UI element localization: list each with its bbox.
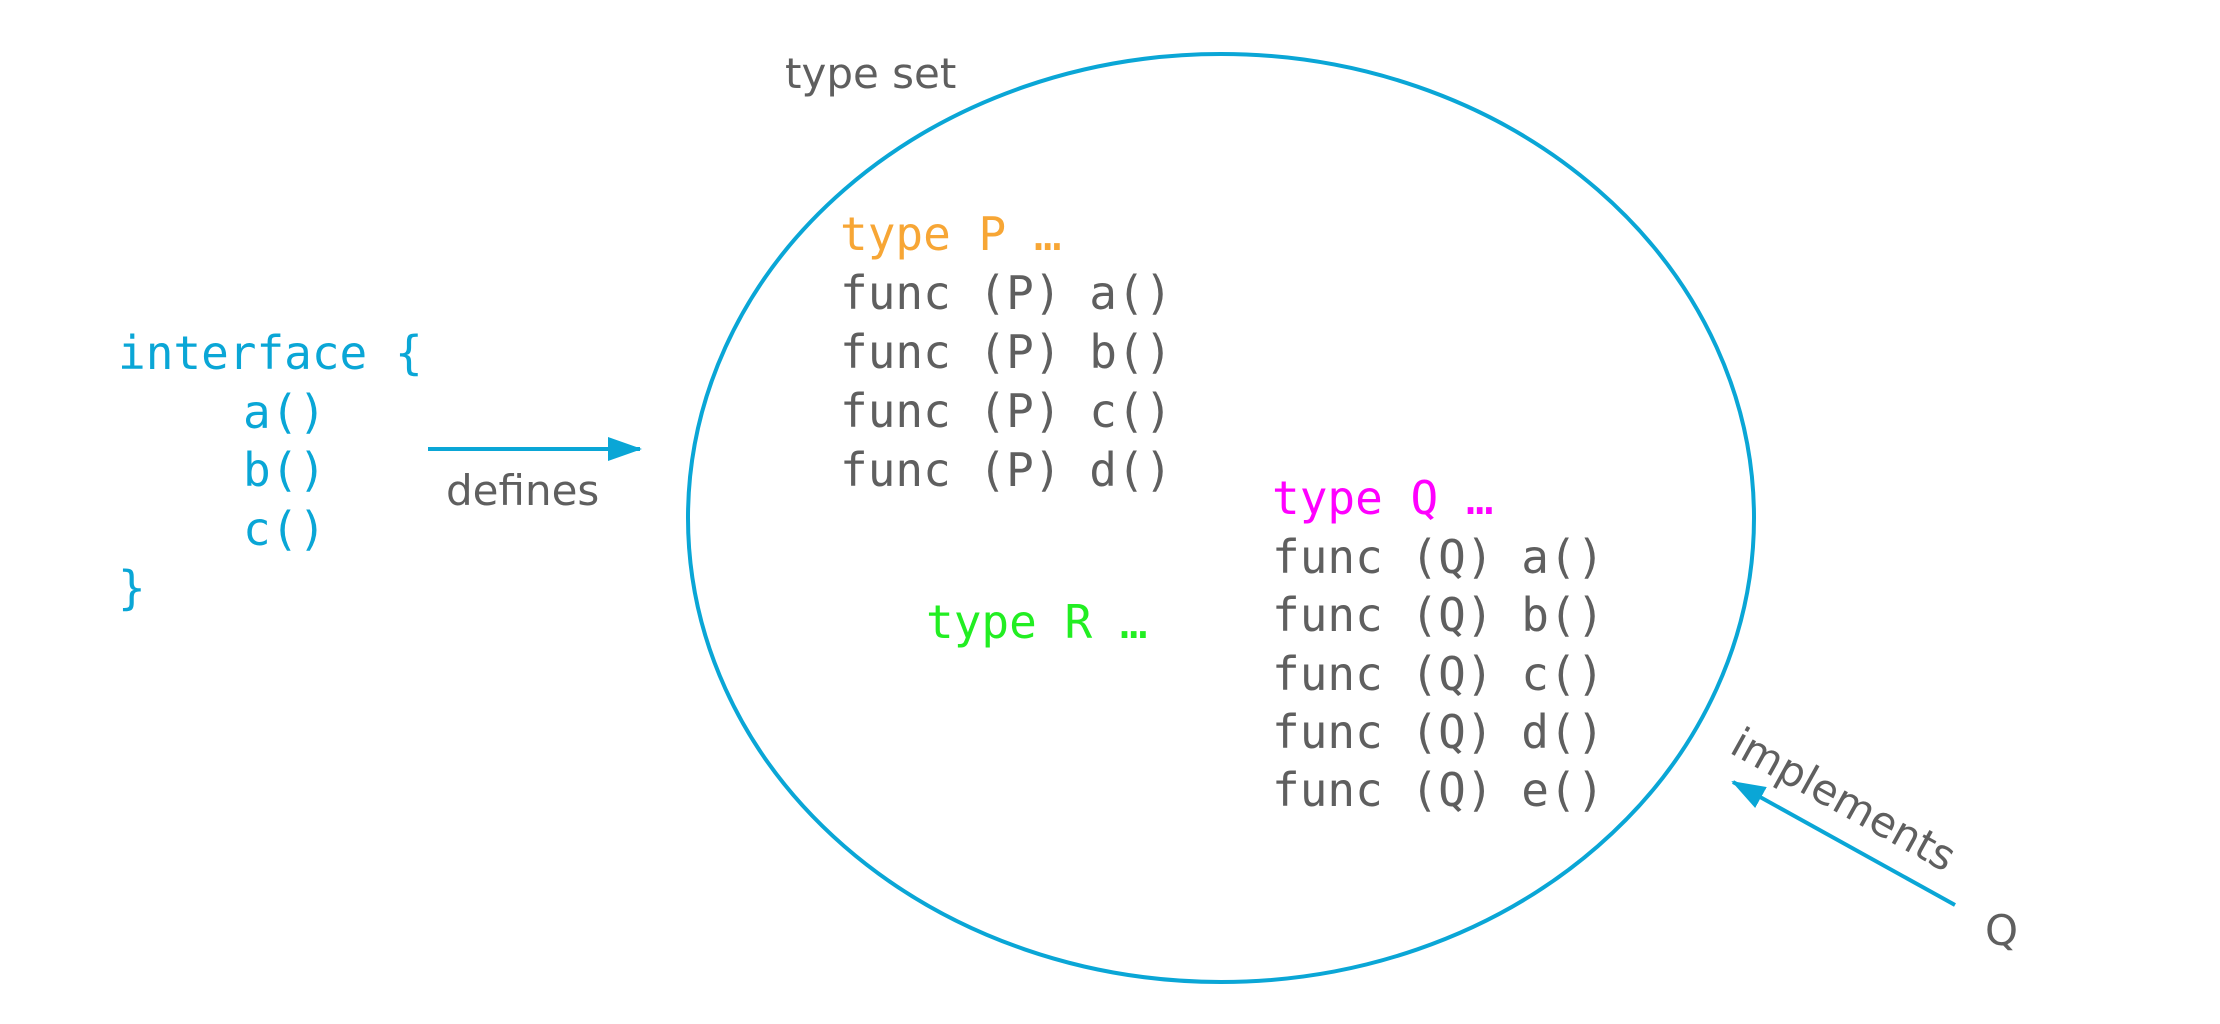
type-q-method: func (Q) c() [1272,647,1604,701]
type-q-method: func (Q) b() [1272,588,1604,642]
type-q-method: func (Q) a() [1272,530,1604,584]
type-p-method: func (P) c() [840,384,1172,438]
q-label: Q [1985,906,2018,955]
type-set-ellipse [686,52,1756,984]
interface-method-b: b() [243,443,326,497]
interface-line-open: interface { [118,326,423,380]
interface-method-a: a() [243,385,326,439]
type-set-label: type set [785,49,956,98]
defines-label: defines [446,466,599,515]
implements-arrow [1731,780,1956,907]
type-p-header: type P … [840,207,1062,261]
type-q-header: type Q … [1272,471,1494,525]
type-p-method: func (P) b() [840,325,1172,379]
interface-block: interface { a() b() c() } [118,326,423,615]
implements-label: implements [1723,718,1964,881]
type-p-method: func (P) a() [840,266,1172,320]
type-q-method: func (Q) e() [1272,763,1604,817]
interface-method-c: c() [243,502,326,556]
type-p-block: type P … func (P) a() func (P) b() func … [840,207,1172,497]
interface-line-close: } [118,561,146,615]
type-r-header: type R … [926,595,1148,649]
type-q-method: func (Q) d() [1272,705,1604,759]
type-q-block: type Q … func (Q) a() func (Q) b() func … [1272,471,1604,817]
type-p-method: func (P) d() [840,443,1172,497]
